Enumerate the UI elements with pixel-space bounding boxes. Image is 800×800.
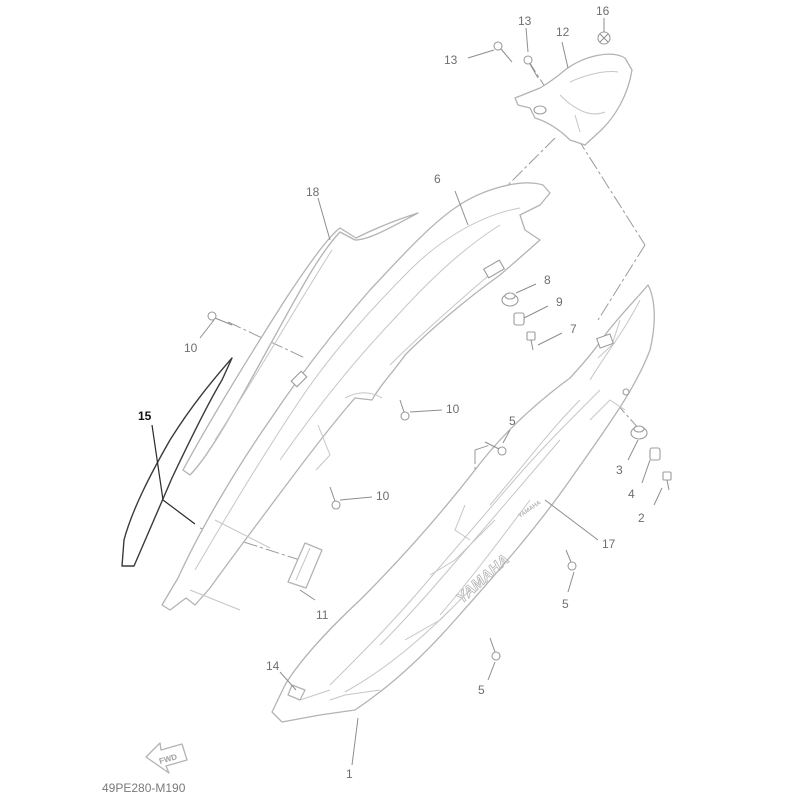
callout-13-top: 13 bbox=[518, 14, 532, 28]
part-13-screws bbox=[493, 41, 539, 79]
callout-5-lower: 5 bbox=[478, 683, 485, 697]
part-14-emblem bbox=[287, 684, 306, 701]
parts-2-3-4-hardware bbox=[630, 425, 672, 491]
callout-numbers: 1 2 3 4 5 5 5 6 7 8 9 10 10 10 11 12 13 … bbox=[138, 4, 645, 781]
callout-11: 11 bbox=[316, 608, 329, 622]
callout-5-upper: 5 bbox=[509, 414, 516, 428]
part-5-screws bbox=[484, 441, 577, 661]
part-10-screws bbox=[207, 311, 410, 510]
part-15-side-strip bbox=[121, 357, 233, 567]
part-11-pad bbox=[287, 542, 323, 589]
callout-12: 12 bbox=[556, 25, 570, 39]
callout-8: 8 bbox=[544, 273, 551, 287]
callout-15: 15 bbox=[138, 409, 152, 423]
part-6-frame-cover bbox=[161, 182, 551, 611]
drawing-code: 49PE280-M190 bbox=[102, 781, 186, 795]
fwd-arrow-icon: FWD bbox=[145, 742, 188, 774]
callout-18: 18 bbox=[306, 185, 320, 199]
callout-17: 17 bbox=[602, 537, 616, 551]
callout-5-middle: 5 bbox=[562, 597, 569, 611]
part-18-side-panel bbox=[182, 212, 419, 476]
callout-9: 9 bbox=[556, 295, 563, 309]
callout-3: 3 bbox=[616, 463, 623, 477]
callout-4: 4 bbox=[628, 487, 635, 501]
callout-10-lower: 10 bbox=[376, 489, 390, 503]
callout-10-middle: 10 bbox=[446, 402, 460, 416]
callout-leaders bbox=[151, 18, 663, 766]
callout-16: 16 bbox=[596, 4, 610, 18]
callout-7: 7 bbox=[570, 322, 577, 336]
callout-10-left: 10 bbox=[184, 341, 198, 355]
callout-14: 14 bbox=[266, 659, 280, 673]
callout-13-left: 13 bbox=[444, 53, 458, 67]
callout-6: 6 bbox=[434, 172, 441, 186]
part-16-clip bbox=[597, 31, 611, 45]
part-12-rear-bracket bbox=[514, 53, 633, 146]
parts-7-8-9-hardware bbox=[501, 292, 536, 351]
callout-2: 2 bbox=[638, 511, 645, 525]
callout-1: 1 bbox=[346, 767, 353, 781]
